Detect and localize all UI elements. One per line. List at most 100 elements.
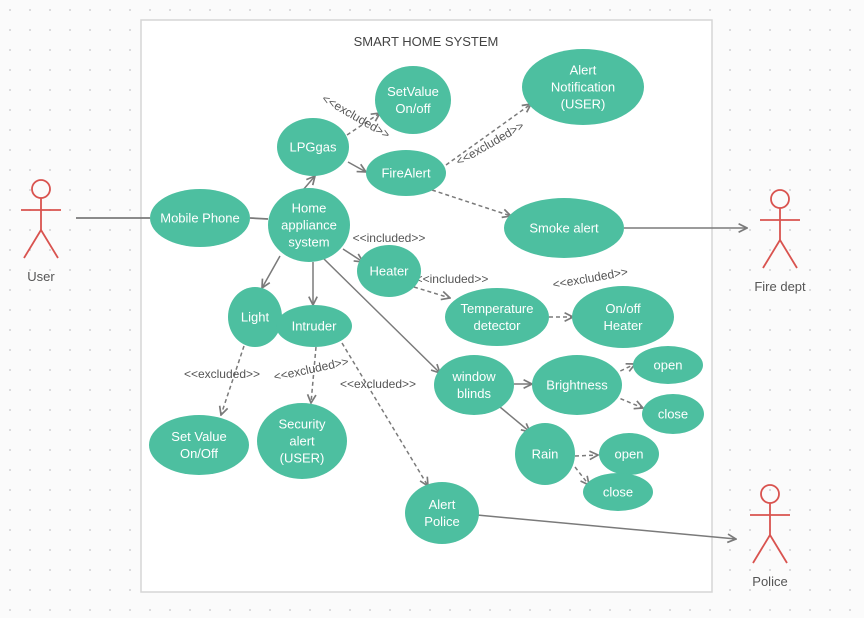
relation-blinds-rain bbox=[499, 406, 530, 432]
use-case-bright[interactable]: Brightness bbox=[532, 355, 622, 415]
use-case-light[interactable]: Light bbox=[228, 287, 282, 347]
use-case-ellipse bbox=[522, 49, 644, 125]
actor-head bbox=[31, 179, 51, 199]
use-case-label: FireAlert bbox=[381, 166, 431, 181]
relation-mobile-home bbox=[249, 217, 269, 220]
actor-label: User bbox=[27, 269, 55, 284]
use-case-label: Heater bbox=[603, 318, 643, 333]
actor-leg-right bbox=[779, 239, 798, 269]
relation-home-lpg bbox=[302, 176, 315, 191]
actor-label: Police bbox=[752, 574, 787, 589]
actor-fire[interactable]: Fire dept bbox=[754, 189, 806, 294]
use-case-ellipse bbox=[357, 245, 421, 297]
use-case-open2[interactable]: open bbox=[599, 433, 659, 475]
use-case-label: Temperature bbox=[461, 301, 534, 316]
use-case-label: alert bbox=[289, 434, 315, 449]
use-case-intruder[interactable]: Intruder bbox=[276, 305, 352, 347]
actor-police[interactable]: Police bbox=[750, 484, 790, 589]
use-case-label: window bbox=[451, 369, 496, 384]
use-case-ellipse bbox=[572, 286, 674, 348]
relation-heater-temp bbox=[413, 286, 450, 298]
use-case-ellipse bbox=[434, 355, 514, 415]
actor-head bbox=[760, 484, 780, 504]
use-case-ellipse bbox=[375, 66, 451, 134]
use-case-ellipse bbox=[515, 423, 575, 485]
use-case-ellipse bbox=[599, 433, 659, 475]
use-case-label: On/Off bbox=[180, 446, 218, 461]
use-case-label: open bbox=[654, 358, 683, 373]
use-case-label: blinds bbox=[457, 386, 491, 401]
use-case-ellipse bbox=[532, 355, 622, 415]
use-case-label: Home bbox=[292, 201, 327, 216]
use-case-temp[interactable]: Temperature detector bbox=[445, 288, 549, 346]
use-case-mobile[interactable]: Mobile Phone bbox=[150, 189, 250, 247]
use-case-label: (USER) bbox=[280, 451, 325, 466]
use-case-label: Alert bbox=[570, 63, 597, 78]
relation-lpg-firealert bbox=[347, 161, 366, 172]
relations-layer bbox=[76, 104, 747, 539]
actor-user[interactable]: User bbox=[21, 179, 61, 284]
use-case-firealert[interactable]: FireAlert bbox=[366, 150, 446, 196]
use-case-ellipse bbox=[504, 198, 624, 258]
use-case-label: Smoke alert bbox=[529, 221, 599, 236]
use-case-label: Brightness bbox=[546, 378, 608, 393]
actor-head bbox=[770, 189, 790, 209]
use-case-label: Set Value bbox=[171, 429, 226, 444]
use-case-label: Light bbox=[241, 310, 270, 325]
relation-rain-open2 bbox=[574, 455, 598, 456]
use-case-close2[interactable]: close bbox=[583, 473, 653, 511]
use-case-close1[interactable]: close bbox=[642, 394, 704, 434]
use-case-smoke[interactable]: Smoke alert bbox=[504, 198, 624, 258]
use-case-label: Rain bbox=[532, 447, 559, 462]
use-case-label: close bbox=[603, 485, 633, 500]
relation-bright-close1 bbox=[613, 395, 643, 408]
use-case-blinds[interactable]: window blinds bbox=[434, 355, 514, 415]
actor-leg-left bbox=[23, 229, 42, 259]
use-case-heater[interactable]: Heater bbox=[357, 245, 421, 297]
use-cases-layer: Mobile PhoneHomeappliancesystemLPGgasSet… bbox=[149, 49, 704, 544]
use-case-ellipse bbox=[276, 305, 352, 347]
system-title: SMART HOME SYSTEM bbox=[354, 34, 499, 49]
relation-rain-close2 bbox=[574, 466, 589, 485]
actor-leg-right bbox=[769, 534, 788, 564]
actor-leg-left bbox=[762, 239, 781, 269]
use-case-ellipse bbox=[445, 288, 549, 346]
use-case-rain[interactable]: Rain bbox=[515, 423, 575, 485]
relation-label: <<excluded>> bbox=[184, 367, 260, 381]
use-case-label: Mobile Phone bbox=[160, 211, 240, 226]
actor-leg-left bbox=[752, 534, 771, 564]
use-case-label: detector bbox=[474, 318, 522, 333]
relation-home-light bbox=[262, 255, 281, 288]
use-case-label: Alert bbox=[429, 497, 456, 512]
use-case-label: system bbox=[288, 235, 329, 250]
use-case-label: LPGgas bbox=[290, 140, 337, 155]
use-case-ellipse bbox=[150, 189, 250, 247]
use-case-label: SetValue bbox=[387, 84, 439, 99]
use-case-label: open bbox=[615, 447, 644, 462]
use-case-ellipse bbox=[583, 473, 653, 511]
use-case-label: On/off bbox=[605, 301, 641, 316]
actor-label: Fire dept bbox=[754, 279, 806, 294]
use-case-ellipse bbox=[642, 394, 704, 434]
relation-home-blinds bbox=[322, 257, 440, 373]
use-case-ellipse bbox=[268, 188, 350, 262]
actor-leg-right bbox=[40, 229, 59, 259]
use-case-label: Intruder bbox=[292, 319, 337, 334]
use-case-ellipse bbox=[405, 482, 479, 544]
use-case-lpg[interactable]: LPGgas bbox=[277, 118, 349, 176]
use-case-open1[interactable]: open bbox=[633, 346, 703, 384]
use-case-ellipse bbox=[228, 287, 282, 347]
use-case-label: Heater bbox=[369, 264, 409, 279]
use-case-label: (USER) bbox=[561, 97, 606, 112]
use-case-ellipse bbox=[366, 150, 446, 196]
use-case-ellipse bbox=[149, 415, 249, 475]
